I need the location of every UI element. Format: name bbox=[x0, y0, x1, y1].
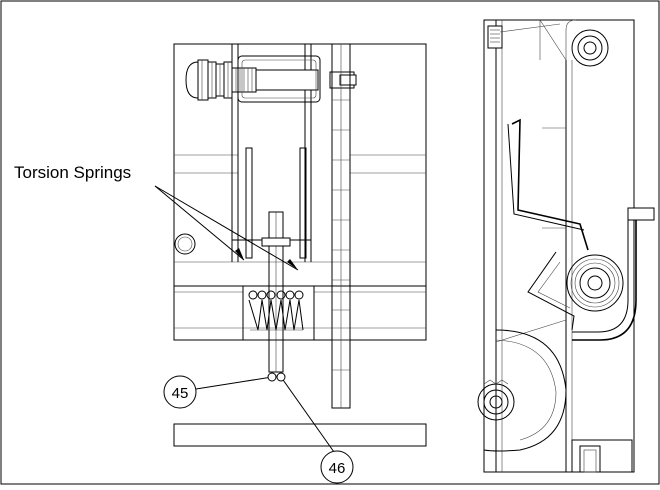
side-view bbox=[477, 19, 655, 473]
adjustment-knob bbox=[185, 55, 357, 103]
callout-46: 46 bbox=[320, 450, 354, 484]
base-plate bbox=[173, 423, 427, 447]
label-torsion-springs: Torsion Springs bbox=[14, 163, 131, 182]
side-rail bbox=[331, 43, 351, 409]
callout-45: 45 bbox=[163, 375, 197, 409]
torsion-spring-coils bbox=[248, 290, 304, 331]
front-view bbox=[173, 43, 427, 447]
callout-46-text: 46 bbox=[329, 460, 346, 477]
callout-45-text: 45 bbox=[172, 385, 189, 402]
leader-lines bbox=[154, 185, 335, 453]
